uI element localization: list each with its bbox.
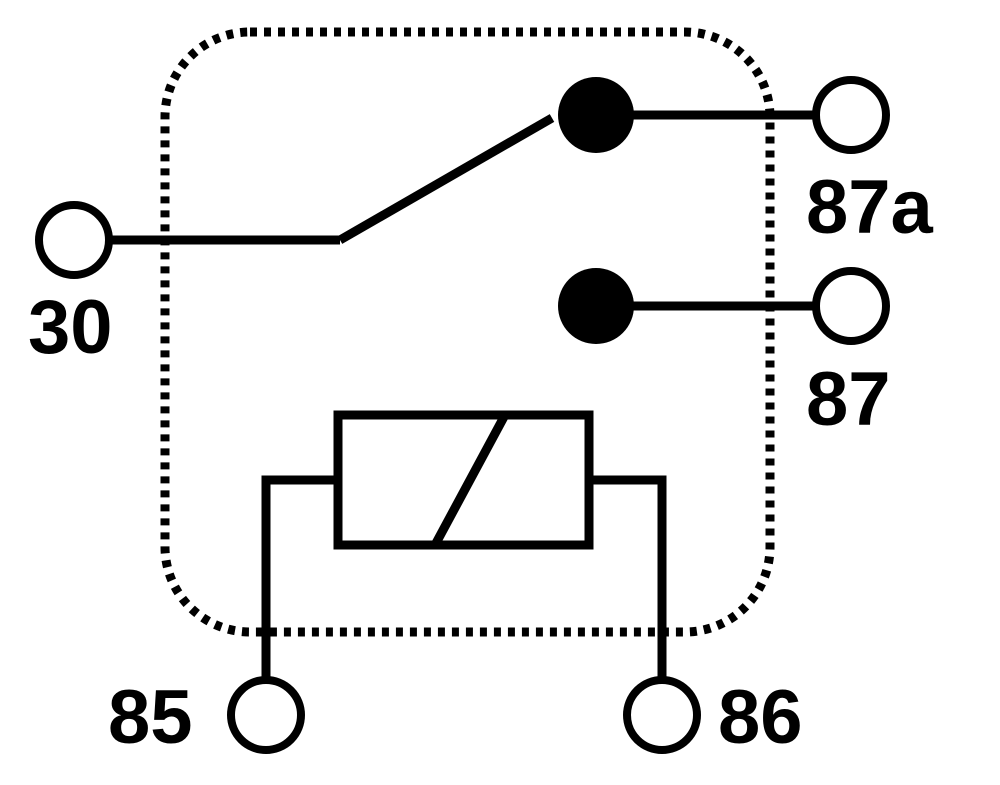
terminal-86 [623, 676, 701, 754]
terminal-87a [812, 76, 890, 154]
pin-label-30: 30 [28, 285, 113, 370]
coil-slash [431, 412, 509, 548]
wire-86 [589, 475, 667, 678]
terminal-85 [227, 676, 305, 754]
wire-85 [261, 475, 338, 678]
pin-label-87a: 87a [806, 165, 933, 250]
terminal-30 [35, 201, 113, 279]
relay-housing-outline [160, 27, 775, 637]
pin-label-85: 85 [108, 675, 193, 760]
terminal-87 [812, 267, 890, 345]
coil [333, 410, 594, 550]
switch-arm [337, 114, 555, 244]
pin-label-86: 86 [718, 675, 803, 760]
pin-label-87: 87 [806, 357, 891, 442]
